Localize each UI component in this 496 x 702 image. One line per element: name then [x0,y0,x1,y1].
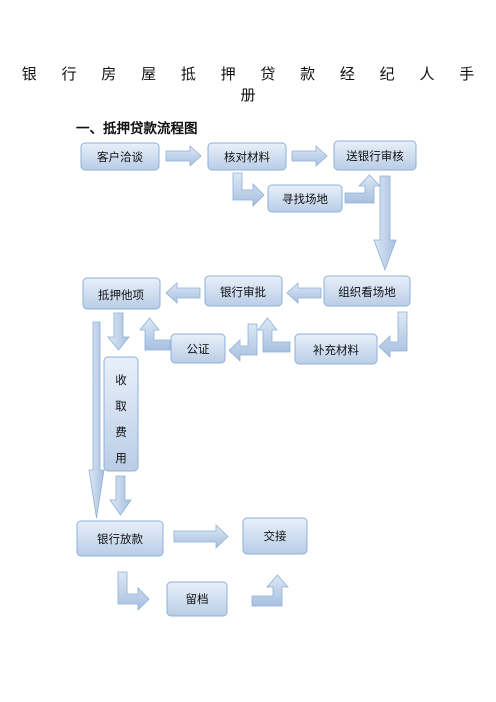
arrow-consult-to-verify [165,145,202,167]
node-find-site: 寻找场地 [267,184,343,213]
node-verify-materials-label: 核对材料 [224,150,270,164]
node-collect-fees-char-4: 用 [115,451,127,465]
node-mortgage-other: 抵押他项 [82,277,161,310]
arrow-site-visit-to-supplement [378,311,408,358]
node-handover: 交接 [242,517,308,555]
node-bank-approval-label: 银行审批 [220,285,266,299]
node-collect-fees: 收 取 费 用 [103,356,139,472]
node-organize-site-visit: 组织看场地 [323,275,411,307]
arrow-notarization-to-mortgage [139,317,171,351]
arrow-fees-to-bank-loan [109,475,132,516]
node-supplement-materials: 补充材料 [294,333,378,365]
arrow-verify-to-find-site [232,172,265,207]
node-customer-consult: 客户洽谈 [80,142,160,171]
arrow-bank-approval-to-notarization [228,323,258,362]
node-supplement-materials-label: 补充材料 [313,343,359,357]
node-send-bank-review: 送银行审核 [333,140,417,171]
node-collect-fees-char-2: 取 [115,399,127,413]
node-verify-materials: 核对材料 [207,142,287,171]
node-bank-loan: 银行放款 [76,520,164,557]
node-notarization: 公证 [170,333,226,364]
arrow-bank-loan-to-handover [173,524,229,549]
arrow-verify-to-bank-review [291,145,328,167]
node-find-site-label: 寻找场地 [282,192,328,206]
arrow-supplement-to-bank-approval [257,317,291,353]
arrow-find-site-to-bank-review [344,174,381,204]
node-mortgage-other-label: 抵押他项 [98,288,144,302]
node-organize-site-visit-label: 组织看场地 [338,285,396,299]
node-archive-label: 留档 [186,592,209,606]
arrow-mortgage-to-fees [107,312,130,351]
arrow-bank-loan-to-archive [117,571,150,611]
node-archive: 留档 [166,581,228,617]
node-bank-approval: 银行审批 [204,275,283,307]
section-heading: 一、抵押贷款流程图 [76,121,198,137]
node-notarization-label: 公证 [187,342,210,356]
arrow-archive-to-handover [251,574,289,607]
node-customer-consult-label: 客户洽谈 [97,150,143,164]
page-title: 银 行 房 屋 抵 押 贷 款 经 纪 人 手 册 [21,65,485,104]
arrow-bank-review-to-site-visit [373,175,397,272]
node-collect-fees-char-3: 费 [115,425,127,439]
node-bank-loan-label: 银行放款 [97,532,143,546]
node-handover-label: 交接 [264,529,287,543]
arrow-bank-approval-to-mortgage [165,282,201,304]
arrow-mortgage-to-bank-loan [88,321,105,519]
arrow-site-visit-to-bank-approval [286,282,322,304]
node-collect-fees-char-1: 收 [115,373,127,387]
node-send-bank-review-label: 送银行审核 [346,149,404,163]
